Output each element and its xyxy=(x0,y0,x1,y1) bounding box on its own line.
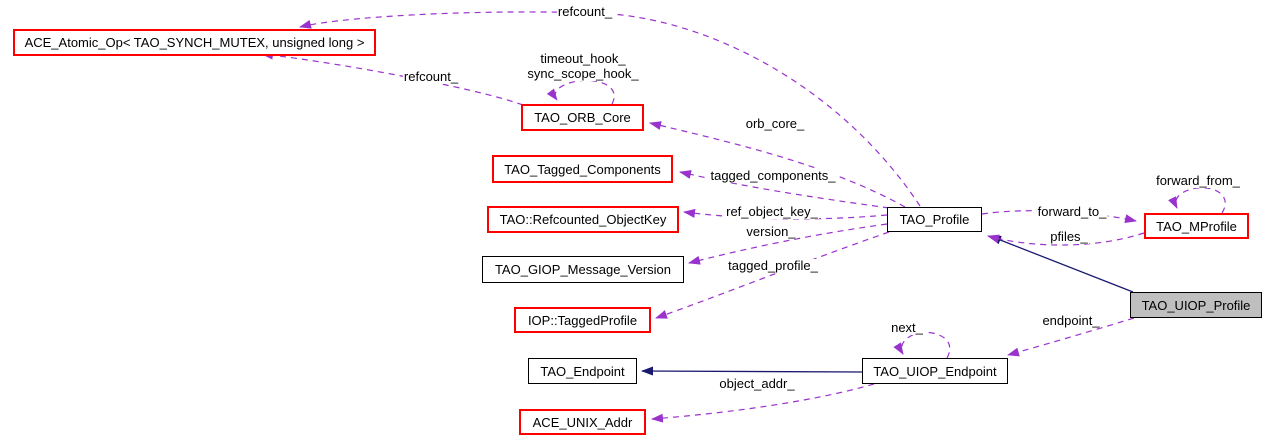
edge-label-forward-to: forward_to_ xyxy=(1036,204,1108,219)
edge-label-refcount-top: refcount_ xyxy=(556,4,614,19)
edge-object-addr xyxy=(651,383,875,423)
edge-label-pfiles: pfiles_ xyxy=(1049,229,1089,244)
edge-orb-core-self-loop xyxy=(546,79,615,105)
edge-label-next: next_ xyxy=(890,320,924,335)
node-tao-refcounted-objectkey[interactable]: TAO::Refcounted_ObjectKey xyxy=(487,206,679,233)
edge-label-orb-core: orb_core_ xyxy=(744,116,806,131)
edge-refcount-from-orb-core xyxy=(261,50,524,106)
edge-label-refcount-left: refcount_ xyxy=(402,69,460,84)
node-tao-tagged-components[interactable]: TAO_Tagged_Components xyxy=(492,155,673,183)
edge-label-ref-object-key: ref_object_key_ xyxy=(725,204,819,219)
node-ace-atomic-op[interactable]: ACE_Atomic_Op< TAO_SYNCH_MUTEX, unsigned… xyxy=(13,29,376,56)
edge-inherit-uiop-profile-to-profile xyxy=(989,235,1134,293)
node-ace-unix-addr[interactable]: ACE_UNIX_Addr xyxy=(519,409,646,435)
edge-label-tagged-profile: tagged_profile_ xyxy=(727,258,819,273)
node-iop-taggedprofile[interactable]: IOP::TaggedProfile xyxy=(514,307,651,333)
edge-label-timeout-hook: timeout_hook_ xyxy=(539,51,627,66)
edge-refcount-from-profile xyxy=(299,11,921,207)
node-tao-profile[interactable]: TAO_Profile xyxy=(887,207,982,232)
edge-label-endpoint: endpoint_ xyxy=(1041,313,1101,328)
edge-version xyxy=(688,223,888,265)
edge-label-tagged-components: tagged_components_ xyxy=(709,168,837,183)
node-tao-orb-core[interactable]: TAO_ORB_Core xyxy=(521,104,644,131)
edge-label-version: version_ xyxy=(745,224,797,239)
node-tao-uiop-endpoint[interactable]: TAO_UIOP_Endpoint xyxy=(862,358,1008,384)
edge-label-object-addr: object_addr_ xyxy=(718,376,796,391)
edge-next-self-loop xyxy=(893,331,951,359)
edge-label-sync-scope-hook: sync_scope_hook_ xyxy=(526,66,640,81)
edge-endpoint xyxy=(1007,317,1135,357)
edge-tagged-profile xyxy=(655,231,890,319)
edge-forward-from-self-loop xyxy=(1168,187,1226,214)
node-tao-uiop-profile: TAO_UIOP_Profile xyxy=(1130,292,1262,318)
edge-tagged-components xyxy=(679,170,890,209)
edge-orb-core xyxy=(649,121,906,208)
edge-inherit-uiop-endpoint-to-endpoint xyxy=(641,366,863,376)
node-tao-endpoint[interactable]: TAO_Endpoint xyxy=(528,358,637,384)
node-tao-giop-message-version[interactable]: TAO_GIOP_Message_Version xyxy=(482,256,684,283)
edge-pfiles xyxy=(987,232,1145,246)
edge-label-forward-from: forward_from_ xyxy=(1155,173,1241,188)
node-tao-mprofile[interactable]: TAO_MProfile xyxy=(1144,213,1249,239)
